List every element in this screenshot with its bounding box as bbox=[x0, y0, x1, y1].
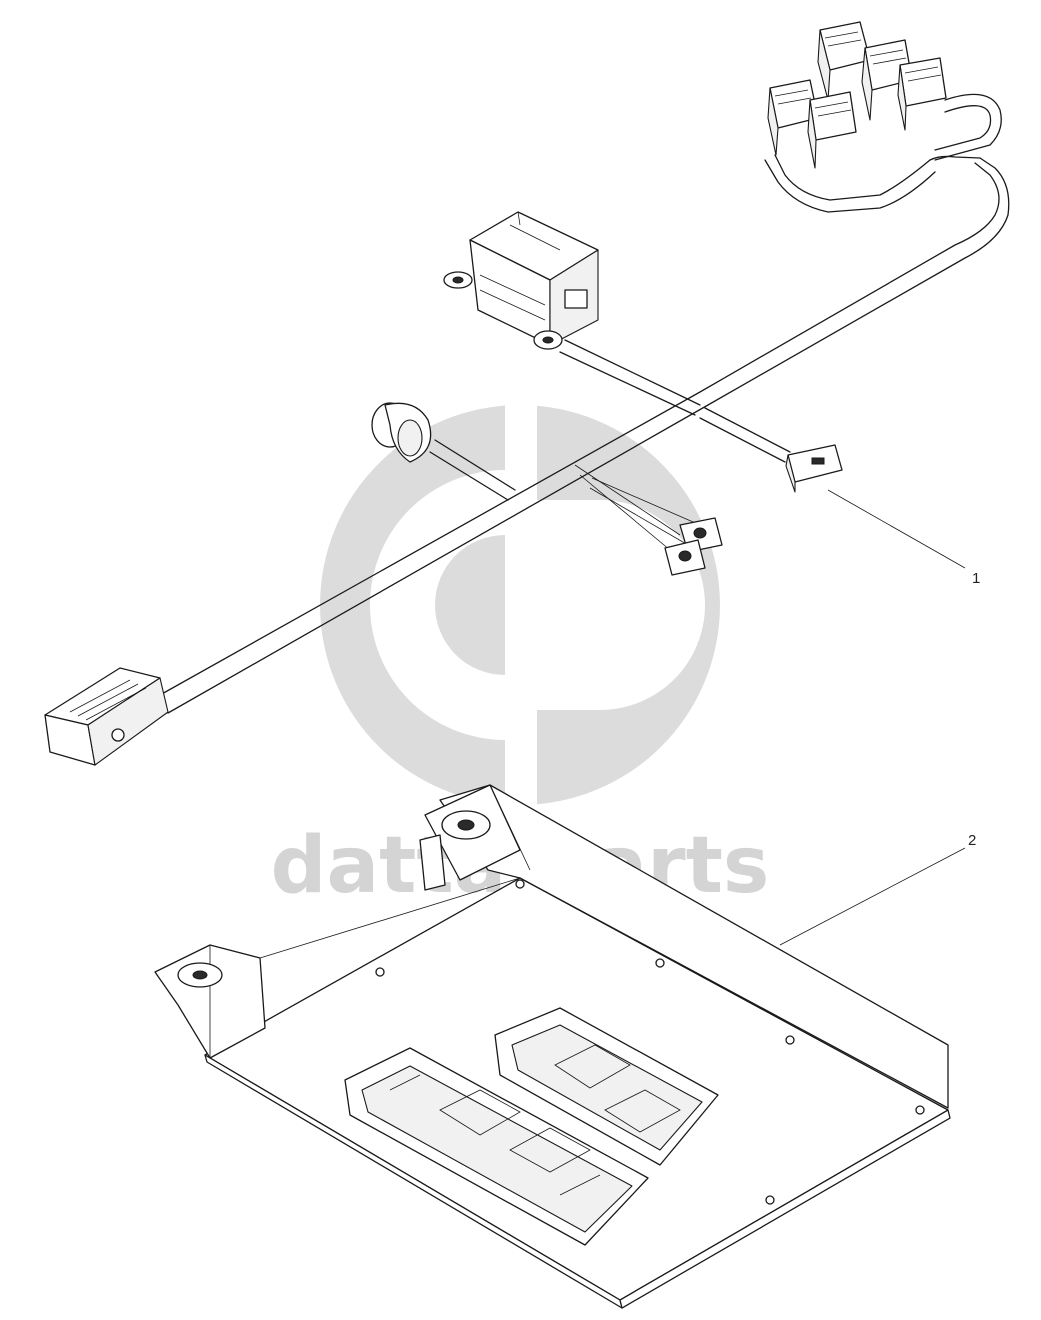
callout-label-2: 2 bbox=[968, 832, 976, 849]
right-connector bbox=[785, 444, 843, 493]
top-connector-cluster bbox=[767, 21, 947, 169]
leader-line-2 bbox=[779, 847, 966, 946]
leader-line-1 bbox=[827, 489, 966, 569]
mounting-plate[interactable]: 2 bbox=[154, 784, 976, 1309]
cutout-large bbox=[344, 1047, 649, 1246]
fuse-box bbox=[443, 211, 599, 350]
twin-connectors bbox=[664, 517, 723, 576]
callout-label-1: 1 bbox=[972, 570, 980, 587]
watermark-logo bbox=[320, 395, 720, 815]
wiring-harness[interactable]: 1 bbox=[44, 21, 1010, 766]
grommet bbox=[371, 402, 432, 463]
ecu-plug bbox=[44, 667, 169, 766]
cutout-small bbox=[494, 1007, 719, 1166]
